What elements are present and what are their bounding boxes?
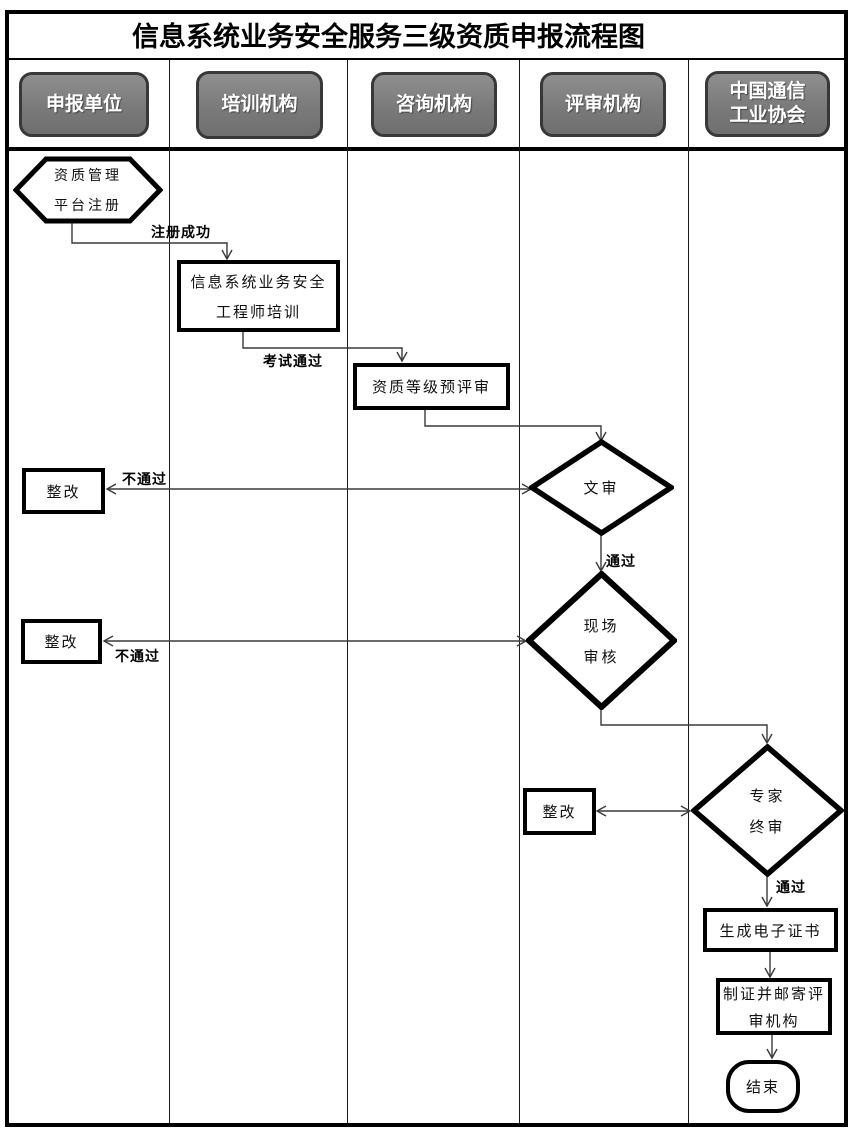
lane-separator-3 — [519, 60, 520, 1123]
node-label: 现场 — [583, 618, 620, 635]
diamond-outline — [691, 744, 844, 877]
process-training-box: 信息系统业务安全 工程师培训 — [177, 260, 340, 332]
process-rectify-1: 整改 — [22, 468, 105, 514]
lane-header-consulting-org: 咨询机构 — [371, 72, 497, 137]
node-label: 制证并邮寄评 — [722, 986, 825, 1003]
lane-label: 培训机构 — [221, 94, 298, 115]
node-label: 整改 — [44, 635, 79, 651]
lane-separator-2 — [347, 60, 348, 1123]
start-hexagon-register: 资质管理 平台注册 — [13, 156, 163, 224]
node-label: 审核 — [583, 649, 620, 666]
diamond-outline — [526, 571, 677, 710]
node-label: 终审 — [749, 819, 786, 836]
edge-label-register-success: 注册成功 — [151, 224, 211, 240]
lane-header-applicant: 申报单位 — [19, 72, 149, 137]
decision-doc-review: 文审 — [529, 439, 674, 536]
lane-header-ccia: 中国通信 工业协会 — [705, 71, 830, 137]
lane-label: 咨询机构 — [395, 93, 472, 115]
node-label: 工程师培训 — [215, 304, 301, 321]
node-label: 结束 — [745, 1080, 780, 1096]
lane-header-review-org: 评审机构 — [540, 72, 666, 137]
hexagon-outline — [13, 156, 163, 224]
edge-label-expert-pass: 通过 — [776, 879, 806, 895]
node-label: 整改 — [542, 805, 577, 821]
process-generate-ecert: 生成电子证书 — [703, 908, 838, 952]
decision-onsite-review: 现场 审核 — [526, 571, 677, 710]
edge-label-doc-pass: 通过 — [606, 553, 636, 569]
lane-header-training-org: 培训机构 — [196, 71, 323, 139]
process-prereview-box: 资质等级预评审 — [353, 363, 510, 410]
process-rectify-2: 整改 — [21, 619, 102, 664]
node-label: 文审 — [583, 481, 620, 497]
edge-label-exam-pass: 考试通过 — [263, 353, 323, 369]
edge-label-onsite-fail: 不通过 — [115, 648, 160, 664]
node-label: 生成电子证书 — [719, 923, 822, 940]
page-title: 信息系统业务安全服务三级资质申报流程图 — [132, 21, 645, 52]
node-label: 资质等级预评审 — [371, 380, 491, 396]
lane-label: 申报单位 — [45, 93, 122, 115]
node-label: 整改 — [46, 484, 81, 501]
node-label: 专家 — [749, 788, 786, 805]
node-label: 资质管理 — [54, 169, 122, 184]
process-make-mail-cert: 制证并邮寄评 审机构 — [716, 978, 832, 1035]
lane-separator-4 — [688, 60, 689, 1123]
decision-expert-final-review: 专家 终审 — [691, 744, 844, 877]
diamond-outline — [529, 439, 674, 536]
lane-label: 评审机构 — [564, 93, 641, 115]
end-terminator: 结束 — [726, 1060, 800, 1113]
lane-separator-1 — [169, 60, 170, 1123]
node-label: 平台注册 — [54, 199, 122, 214]
node-label: 审机构 — [748, 1013, 800, 1030]
process-rectify-3: 整改 — [523, 788, 596, 835]
header-bottom-line — [5, 147, 848, 151]
lane-label: 中国通信 — [729, 81, 806, 102]
lane-label: 工业协会 — [729, 105, 806, 126]
edge-label-doc-fail: 不通过 — [122, 471, 167, 487]
title-separator — [5, 58, 848, 60]
diagram-title-bar: 信息系统业务安全服务三级资质申报流程图 — [5, 10, 848, 58]
node-label: 信息系统业务安全 — [190, 274, 327, 291]
